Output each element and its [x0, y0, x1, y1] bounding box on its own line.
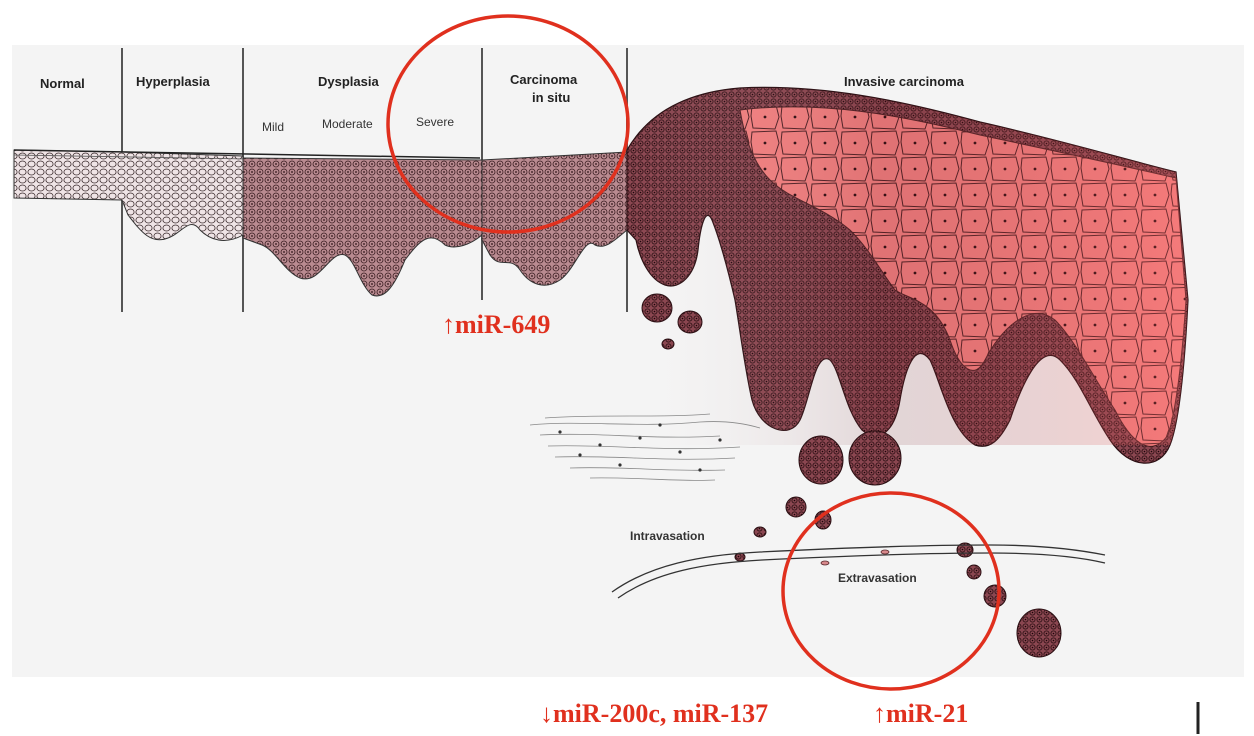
grade-label-severe: Severe	[416, 115, 454, 129]
mirna-200c-137-label: miR-200c, miR-137	[553, 699, 768, 728]
mirna-200c-137-annotation: ↓miR-200c, miR-137	[540, 699, 768, 728]
mirna-649-label: miR-649	[455, 310, 550, 339]
stage-label-hyperplasia: Hyperplasia	[136, 74, 210, 89]
mirna-21-label: miR-21	[886, 699, 968, 728]
label-extravasation: Extravasation	[838, 571, 917, 585]
label-intravasation: Intravasation	[630, 529, 705, 543]
mirna-21-annotation: ↑miR-21	[873, 699, 968, 728]
stage-label-cis-line2: in situ	[532, 90, 570, 105]
stage-label-cis-line1: Carcinoma	[510, 72, 578, 87]
arrow-down-icon: ↓	[540, 699, 553, 728]
arrow-up-icon: ↑	[873, 699, 886, 728]
stage-label-normal: Normal	[40, 76, 85, 91]
grade-label-mild: Mild	[262, 120, 284, 134]
arrow-up-icon: ↑	[442, 310, 455, 339]
stage-label-invasive: Invasive carcinoma	[844, 74, 965, 89]
mirna-649-annotation: ↑miR-649	[442, 310, 550, 339]
stage-label-dysplasia: Dysplasia	[318, 74, 379, 89]
grade-label-moderate: Moderate	[322, 117, 373, 131]
